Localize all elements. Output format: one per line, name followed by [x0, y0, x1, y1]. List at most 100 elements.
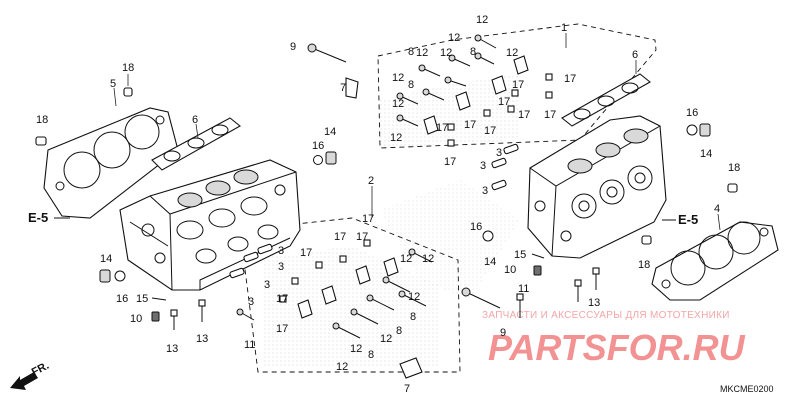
callout-3: 3 — [278, 245, 284, 257]
callout-8: 8 — [368, 349, 374, 361]
callout-6: 6 — [192, 114, 198, 126]
callout-8: 8 — [408, 46, 414, 58]
callout-5: 5 — [110, 78, 116, 90]
o-ring-left-low — [114, 270, 126, 282]
callout-14: 14 — [484, 256, 496, 268]
callout-9: 9 — [500, 327, 506, 339]
front-marker: FR. — [30, 360, 51, 379]
callout-10: 10 — [504, 264, 516, 276]
callout-6: 6 — [632, 49, 638, 61]
callout-15: 15 — [514, 249, 526, 261]
callout-10: 10 — [130, 313, 142, 325]
callout-17: 17 — [464, 119, 476, 131]
callout-18: 18 — [36, 114, 48, 126]
callout-11: 11 — [518, 283, 529, 295]
callout-17: 17 — [334, 231, 346, 243]
callout-17: 17 — [362, 213, 374, 225]
dowel-pin-top-left — [123, 87, 133, 97]
callout-12: 12 — [350, 343, 362, 355]
callout-12: 12 — [506, 47, 518, 59]
callout-12: 12 — [416, 47, 428, 59]
watermark-brand: PARTSFOR.RU — [488, 327, 746, 368]
diagram-code: MKCME0200 — [720, 384, 774, 394]
head-gasket-right — [651, 221, 779, 301]
callout-3: 3 — [496, 147, 502, 159]
callout-1: 1 — [561, 22, 567, 34]
head-gasket-left — [43, 107, 179, 219]
leader-5 — [113, 87, 117, 107]
callout-16: 16 — [470, 221, 482, 233]
callout-17: 17 — [544, 109, 556, 121]
callout-17: 17 — [498, 96, 510, 108]
callout-12: 12 — [392, 72, 404, 84]
exhaust-gasket-left — [151, 117, 241, 171]
group-outline-head-front — [239, 217, 461, 373]
callout-3: 3 — [482, 185, 488, 197]
callout-16: 16 — [686, 107, 698, 119]
leader-6b — [195, 123, 199, 139]
callout-4: 4 — [714, 203, 720, 215]
callout-16: 16 — [312, 140, 324, 152]
callout-12: 12 — [392, 98, 404, 110]
reference-e5-right: E-5 — [678, 212, 698, 227]
callout-13: 13 — [588, 297, 600, 309]
callout-17: 17 — [444, 156, 456, 168]
watermark: ЗАПЧАСТИ И АКСЕССУАРЫ ДЛЯ МОТОТЕХНИКИ PA… — [482, 310, 746, 368]
dowel-pin-right-low — [641, 235, 652, 245]
callout-16: 16 — [116, 293, 128, 305]
callout-17: 17 — [436, 122, 448, 134]
front-arrow-icon — [10, 372, 38, 390]
bolts-rear — [307, 34, 553, 147]
callout-18: 18 — [122, 62, 134, 74]
exhaust-gasket-right — [561, 73, 651, 127]
callout-2: 2 — [368, 175, 374, 187]
cap-right — [699, 123, 711, 137]
cylinder-head-rear — [527, 115, 667, 259]
shade-rear — [380, 74, 520, 148]
o-ring-mid — [482, 230, 494, 242]
o-ring-right — [686, 124, 698, 136]
callout-12: 12 — [440, 47, 452, 59]
callout-17: 17 — [512, 79, 524, 91]
callout-7: 7 — [340, 82, 346, 94]
watermark-caption: ЗАПЧАСТИ И АКСЕССУАРЫ ДЛЯ МОТОТЕХНИКИ — [482, 310, 730, 321]
callout-13: 13 — [166, 343, 178, 355]
callout-12: 12 — [408, 291, 420, 303]
callout-12: 12 — [476, 14, 488, 26]
bolts-front — [279, 239, 501, 379]
callout-12: 12 — [380, 333, 392, 345]
callout-12: 12 — [336, 361, 348, 373]
cap-left-top — [325, 151, 337, 165]
callout-12: 12 — [448, 32, 460, 44]
callout-11: 11 — [244, 339, 255, 351]
o-ring-left-top — [313, 155, 323, 165]
callout-18: 18 — [638, 259, 650, 271]
callout-17: 17 — [356, 231, 368, 243]
dowel-pin-right — [727, 183, 738, 193]
callout-14: 14 — [700, 148, 712, 160]
callout-17: 17 — [484, 125, 496, 137]
callout-14: 14 — [324, 126, 336, 138]
callout-8: 8 — [410, 311, 416, 323]
callout-3: 3 — [264, 279, 270, 291]
group-outline-head-rear — [377, 23, 657, 149]
callout-8: 8 — [470, 46, 476, 58]
callout-3: 3 — [278, 261, 284, 273]
callout-17: 17 — [276, 323, 288, 335]
callout-12: 12 — [422, 253, 434, 265]
callout-12: 12 — [390, 132, 402, 144]
dowels-center — [229, 143, 519, 279]
shade-front — [262, 246, 440, 368]
callout-17: 17 — [518, 109, 530, 121]
dowel-pin-left — [35, 136, 47, 146]
callout-8: 8 — [396, 325, 402, 337]
callout-15: 15 — [136, 293, 148, 305]
callout-18: 18 — [728, 162, 740, 174]
callout-3: 3 — [248, 296, 254, 308]
callout-13: 13 — [196, 333, 208, 345]
small-fasteners — [151, 253, 600, 330]
callout-14: 14 — [100, 253, 112, 265]
shade-mid — [380, 180, 520, 300]
